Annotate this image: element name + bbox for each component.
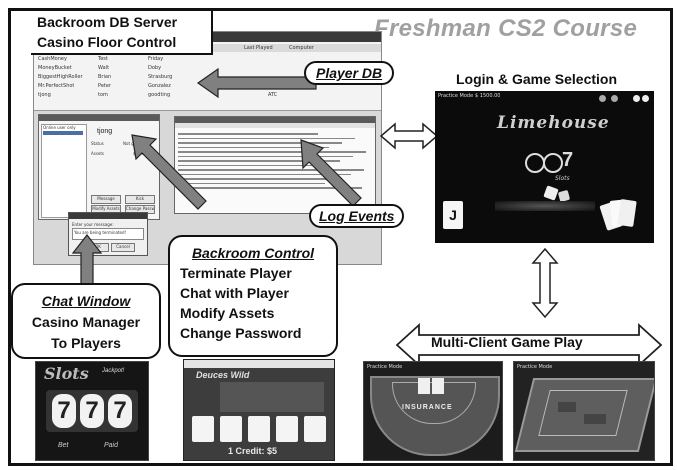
- table-row[interactable]: CashMoney Test Friday: [38, 56, 378, 65]
- table-cell: MoneyBucket: [38, 65, 72, 71]
- jackpot-text: Jackpot!: [102, 368, 125, 374]
- server-label: Backroom DB Server Casino Floor Control: [31, 11, 213, 55]
- backroom-item-chat: Chat with Player: [180, 285, 289, 301]
- table-cell: Gonzalez: [148, 83, 171, 89]
- message-button[interactable]: Message: [91, 195, 121, 204]
- table-row[interactable]: MoneyBucket Walt Doby: [38, 65, 378, 74]
- chat-window-title: Chat Window: [41, 293, 131, 309]
- log-events-arrow: [300, 139, 362, 207]
- chat-window-line1: Casino Manager: [31, 314, 141, 330]
- table-cell: Peter: [98, 83, 112, 89]
- table-cell: goodting: [148, 92, 171, 98]
- player-name: tjong: [97, 128, 113, 135]
- status-label: Status: [91, 141, 104, 146]
- reel-1: 7: [52, 394, 76, 428]
- chat-window-box: Chat Window Casino Manager To Players: [11, 283, 161, 359]
- backroom-item-terminate: Terminate Player: [180, 265, 292, 281]
- log-line: [178, 173, 351, 175]
- reel-2: 7: [80, 394, 104, 428]
- login-gameplay-double-arrow: [531, 247, 559, 319]
- credit-text: 1 Credit: $5: [228, 446, 278, 456]
- log-line: [178, 164, 327, 166]
- slots-label: Slots: [555, 175, 570, 182]
- log-window: [174, 116, 376, 214]
- log-line: [178, 169, 364, 171]
- table-row[interactable]: tjong tom goodting ATC: [38, 92, 378, 101]
- message-input[interactable]: You are being terminated!: [72, 228, 144, 240]
- table-cell: ATC: [268, 92, 278, 98]
- multi-client-double-arrow: [395, 322, 663, 368]
- backroom-item-password: Change Password: [180, 325, 302, 341]
- assets-label: Assets: [91, 151, 105, 156]
- login-label: Login & Game Selection: [456, 71, 618, 87]
- card-jack-icon[interactable]: J: [443, 201, 463, 229]
- table-cell: Brian: [98, 74, 112, 80]
- log-line: [178, 155, 353, 157]
- dice-icon: [543, 185, 559, 201]
- table-row[interactable]: BiggestHighRoller Brian Strasburg: [38, 74, 378, 83]
- log-line: [178, 142, 342, 144]
- chat-window-line2: To Players: [51, 335, 121, 351]
- db-header-computer: Computer: [289, 45, 314, 51]
- slide-frame: Freshman CS2 Course Last Played Computer…: [8, 8, 673, 466]
- log-line: [178, 137, 355, 139]
- message-prompt: Enter your message:: [72, 222, 114, 227]
- kick-button[interactable]: Kick: [125, 195, 155, 204]
- blackjack-thumbnail: Practice Mode INSURANCE: [363, 361, 503, 461]
- server-label-line2: Casino Floor Control: [37, 34, 177, 50]
- db-login-double-arrow: [379, 122, 439, 150]
- online-only-checkbox[interactable]: Online user only: [43, 125, 76, 130]
- log-line: [178, 182, 325, 184]
- table-cell: CashMoney: [38, 56, 67, 62]
- craps-thumbnail: Practice Mode: [513, 361, 655, 461]
- log-line: [178, 187, 362, 189]
- card-fan-icon[interactable]: [599, 199, 643, 231]
- db-header-last-played: Last Played: [244, 45, 273, 51]
- credits-text: $ 1500.00: [475, 93, 501, 99]
- slots-007-logo: 7: [513, 149, 583, 173]
- table-cell: BiggestHighRoller: [38, 74, 83, 80]
- limehouse-logo: Limehouse: [497, 113, 610, 133]
- table-cell: tom: [98, 92, 108, 98]
- practice-mode-text: Practice Mode: [438, 93, 474, 99]
- insurance-text: INSURANCE: [402, 404, 453, 411]
- backroom-control-box: Backroom Control Terminate Player Chat w…: [168, 235, 338, 357]
- log-line: [178, 160, 340, 162]
- poker-cards: [192, 416, 328, 442]
- course-title: Freshman CS2 Course: [374, 15, 638, 42]
- table-cell: Strasburg: [148, 74, 173, 80]
- video-poker-thumbnail: Deuces Wild 1 Credit: $5: [183, 359, 335, 461]
- table-cell: Test: [98, 56, 108, 62]
- reel-3: 7: [108, 394, 132, 428]
- backroom-control-title: Backroom Control: [191, 245, 315, 261]
- server-label-line1: Backroom DB Server: [37, 14, 178, 30]
- log-line: [178, 146, 329, 148]
- multi-client-label: Multi-Client Game Play: [431, 334, 583, 350]
- table-cell: Mr.PerfectShot: [38, 83, 75, 89]
- corner-icons[interactable]: [599, 95, 649, 103]
- log-line: [178, 133, 318, 135]
- table-cell: Walt: [98, 65, 110, 71]
- slots-thumbnail: Slots Jackpot! 7 7 7 Bet Paid: [35, 361, 149, 461]
- message-dialog: Enter your message: You are being termin…: [68, 212, 148, 256]
- message-cancel-button[interactable]: Cancel: [111, 243, 135, 252]
- game-selection-screenshot: Practice Mode $ 1500.00 Limehouse 7 Slot…: [435, 91, 654, 243]
- table-row[interactable]: Mr.PerfectShot Peter Gonzalez: [38, 83, 378, 92]
- deuces-wild-title: Deuces Wild: [196, 370, 250, 380]
- backroom-control-arrow: [131, 134, 207, 210]
- table-cell: tjong: [38, 92, 51, 98]
- table-cell: Friday: [148, 56, 164, 62]
- log-line: [178, 151, 366, 153]
- table-cell: Doby: [148, 65, 162, 71]
- paid-label: Paid: [104, 442, 119, 449]
- player-dialog: Online user only tjong Status Not gambli…: [38, 114, 160, 220]
- backroom-item-modify: Modify Assets: [180, 305, 275, 321]
- log-line: [178, 178, 338, 180]
- player-db-label: Player DB: [304, 61, 395, 85]
- log-events-label: Log Events: [309, 204, 405, 228]
- bet-label: Bet: [58, 442, 69, 449]
